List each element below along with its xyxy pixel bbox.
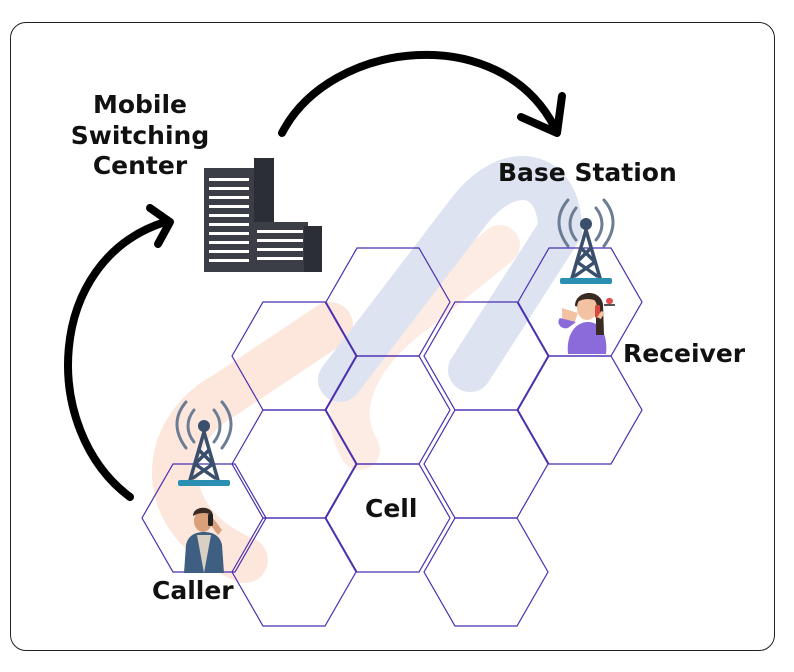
arrow-msc-to-base-station: [278, 50, 566, 137]
base-station-label: Base Station: [498, 158, 677, 187]
hex-cell: [423, 517, 549, 627]
receiver-label: Receiver: [623, 339, 746, 368]
cell-grid: [141, 247, 643, 627]
hex-cell: [517, 355, 643, 465]
arrow-caller-to-msc: [64, 204, 174, 501]
caller-label: Caller: [152, 576, 234, 605]
stressed-woman-phone-icon: [558, 292, 615, 354]
man-on-phone-icon: [184, 507, 224, 573]
mobile-switching-center-label: Mobile Switching Center: [70, 90, 210, 180]
cell-tower-icon: [557, 198, 615, 284]
hex-cell: [231, 517, 357, 627]
hex-cell: [423, 409, 549, 519]
hex-cell: [325, 463, 451, 573]
cell-label: Cell: [365, 494, 418, 523]
cell-tower-icon: [175, 400, 233, 486]
office-building-icon: [204, 158, 322, 272]
